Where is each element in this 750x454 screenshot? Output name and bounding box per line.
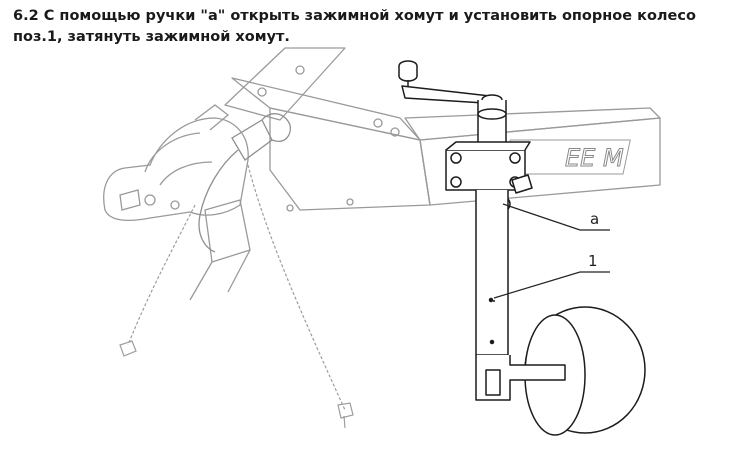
coupling-head bbox=[103, 104, 249, 222]
svg-text:EE M: EE M bbox=[565, 144, 624, 172]
drawbar-frame bbox=[189, 47, 661, 301]
brand-mark: EE M bbox=[502, 139, 631, 175]
callout-handle-label: a bbox=[590, 210, 599, 228]
callout-wheel-label: 1 bbox=[588, 252, 598, 270]
callout-leaders bbox=[493, 203, 610, 299]
instruction-text: 6.2 С помощью ручки "а" открыть зажимной… bbox=[13, 6, 738, 48]
electric-plug bbox=[198, 113, 291, 253]
jockey-wheel bbox=[398, 60, 646, 436]
instruction-line-2: поз.1, затянуть зажимной хомут. bbox=[13, 29, 290, 45]
instruction-line-1: 6.2 С помощью ручки "а" открыть зажимной… bbox=[13, 8, 696, 24]
safety-chains bbox=[119, 164, 354, 429]
